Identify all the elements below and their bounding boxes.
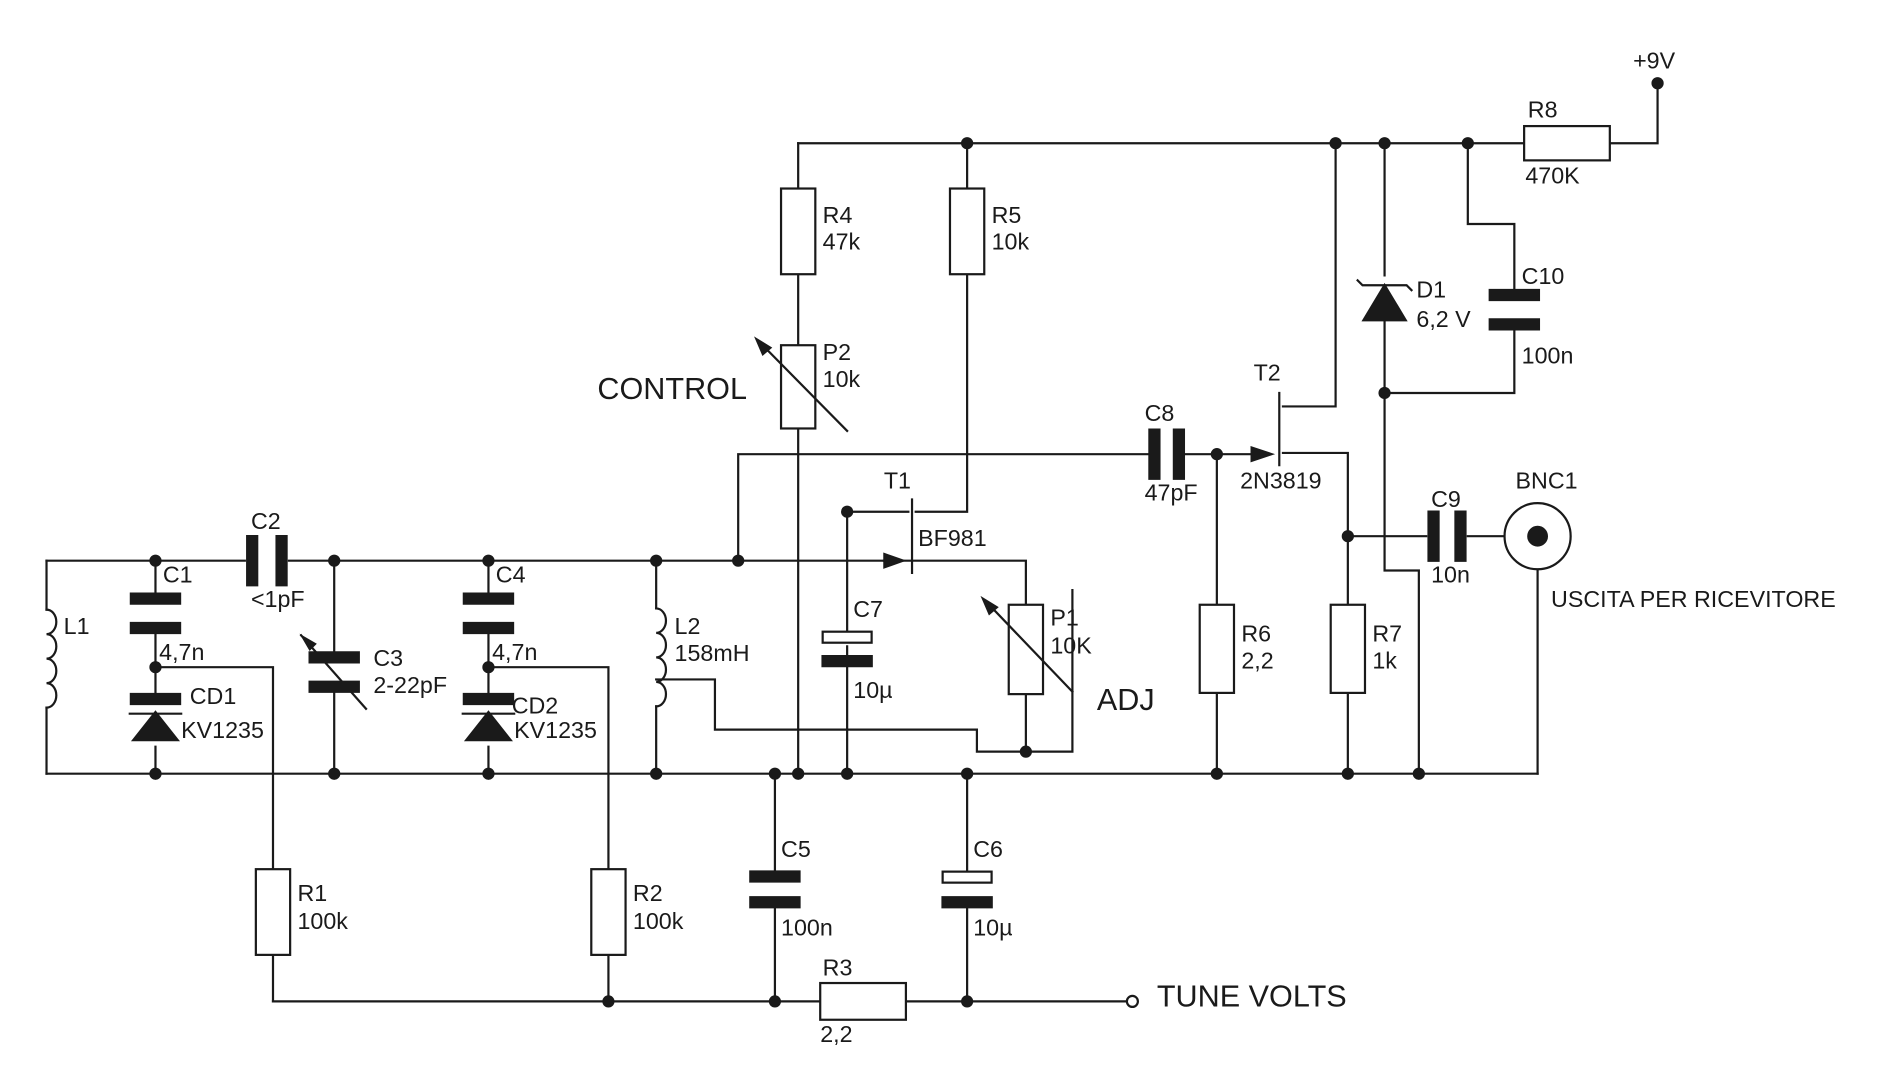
- c1-value: 4,7n: [159, 639, 204, 665]
- resistor-r4: R4 47k: [779, 187, 861, 276]
- resistor-r6: R6 2,2: [1198, 603, 1274, 694]
- cd2-ref: CD2: [512, 693, 559, 719]
- c7-ref: C7: [853, 596, 883, 622]
- c9-ref: C9: [1431, 486, 1461, 512]
- zener-diode-d1: D1 6,2 V: [1356, 276, 1471, 332]
- p1-value: 10K: [1050, 633, 1092, 659]
- capacitor-c9: C9 10n: [1427, 486, 1470, 588]
- c4-value: 4,7n: [492, 639, 537, 665]
- c7-value: 10µ: [853, 677, 892, 703]
- transistor-t1: T1 BF981: [883, 467, 987, 575]
- capacitor-c4: C4 4,7n: [462, 562, 537, 665]
- p1-ref: P1: [1050, 605, 1078, 631]
- bnc-ref: BNC1: [1516, 467, 1578, 493]
- l2-ref: L2: [675, 613, 701, 639]
- capacitor-c1: C1 4,7n: [129, 562, 204, 665]
- output-label: USCITA PER RICEVITORE: [1551, 586, 1836, 612]
- resistor-r1: R1 100k: [254, 868, 348, 956]
- resistor-r3: R3 2,2: [819, 955, 908, 1047]
- r5-ref: R5: [992, 202, 1022, 228]
- c10-value: 100n: [1522, 343, 1574, 369]
- c10-ref: C10: [1522, 263, 1565, 289]
- capacitor-c5: C5 100n: [749, 836, 833, 940]
- d1-value: 6,2 V: [1416, 306, 1471, 332]
- t1-value: BF981: [918, 525, 987, 551]
- c2-value: <1pF: [251, 586, 305, 612]
- c3-ref: C3: [373, 645, 403, 671]
- t2-ref: T2: [1254, 360, 1281, 386]
- c5-value: 100n: [781, 914, 833, 940]
- adj-label: ADJ: [1097, 683, 1155, 717]
- c5-ref: C5: [781, 836, 811, 862]
- r7-ref: R7: [1372, 620, 1402, 646]
- cd1-ref: CD1: [190, 683, 237, 709]
- c1-ref: C1: [163, 562, 193, 588]
- r8-ref: R8: [1528, 97, 1558, 123]
- c8-ref: C8: [1145, 400, 1175, 426]
- r3-ref: R3: [823, 955, 853, 981]
- resistor-r2: R2 100k: [590, 868, 684, 956]
- p2-ref: P2: [823, 339, 851, 365]
- varactor-cd1: CD1 KV1235: [128, 683, 264, 743]
- wires: [45, 82, 1659, 1003]
- capacitor-c3-variable: C3 2-22pF: [299, 633, 447, 711]
- r4-ref: R4: [823, 202, 853, 228]
- c3-value: 2-22pF: [373, 672, 447, 698]
- capacitor-c10: C10 100n: [1488, 263, 1574, 369]
- tune-volts-label: TUNE VOLTS: [1157, 979, 1347, 1013]
- junction-dots: [149, 77, 1664, 1008]
- transistor-t2: T2 2N3819: [1240, 360, 1321, 494]
- bnc-connector: BNC1: [1503, 467, 1578, 571]
- l2-value: 158mH: [675, 640, 750, 666]
- cd2-value: KV1235: [514, 717, 597, 743]
- varactor-cd2: CD2 KV1235: [461, 693, 597, 743]
- r3-value: 2,2: [820, 1021, 852, 1047]
- r7-value: 1k: [1372, 647, 1397, 673]
- r1-ref: R1: [297, 880, 327, 906]
- r1-value: 100k: [297, 908, 348, 934]
- c9-value: 10n: [1431, 562, 1470, 588]
- r2-ref: R2: [633, 880, 663, 906]
- r5-value: 10k: [992, 229, 1030, 255]
- l1-ref: L1: [64, 613, 90, 639]
- t2-value: 2N3819: [1240, 467, 1321, 493]
- control-label: CONTROL: [597, 372, 747, 406]
- p2-value: 10k: [823, 366, 861, 392]
- r6-value: 2,2: [1241, 647, 1273, 673]
- capacitor-c8: C8 47pF: [1145, 400, 1198, 506]
- c2-ref: C2: [251, 508, 281, 534]
- capacitor-c2: C2 <1pF: [246, 508, 305, 612]
- supply-label: +9V: [1633, 48, 1676, 74]
- r8-value: 470K: [1525, 163, 1580, 189]
- tune-terminal: [1125, 994, 1139, 1009]
- c4-ref: C4: [496, 562, 526, 588]
- r6-ref: R6: [1241, 620, 1271, 646]
- c8-value: 47pF: [1145, 480, 1198, 506]
- r2-value: 100k: [633, 908, 684, 934]
- c6-ref: C6: [973, 836, 1003, 862]
- cd1-value: KV1235: [181, 717, 264, 743]
- d1-ref: D1: [1416, 276, 1446, 302]
- resistor-r5: R5 10k: [948, 187, 1030, 276]
- resistor-r8: R8 470K: [1523, 97, 1611, 189]
- t1-ref: T1: [884, 467, 911, 493]
- potentiometer-p2: P2 10k: [754, 336, 861, 433]
- potentiometer-p1: P1 10K: [980, 595, 1092, 696]
- c6-value: 10µ: [973, 914, 1012, 940]
- inductor-l2: L2 158mH: [655, 607, 750, 708]
- capacitor-c7-electrolytic: C7 10µ: [821, 596, 893, 703]
- inductor-l1: L1: [45, 608, 90, 709]
- r4-value: 47k: [823, 229, 861, 255]
- capacitor-c6-electrolytic: C6 10µ: [941, 836, 1013, 940]
- resistor-r7: R7 1k: [1329, 603, 1402, 694]
